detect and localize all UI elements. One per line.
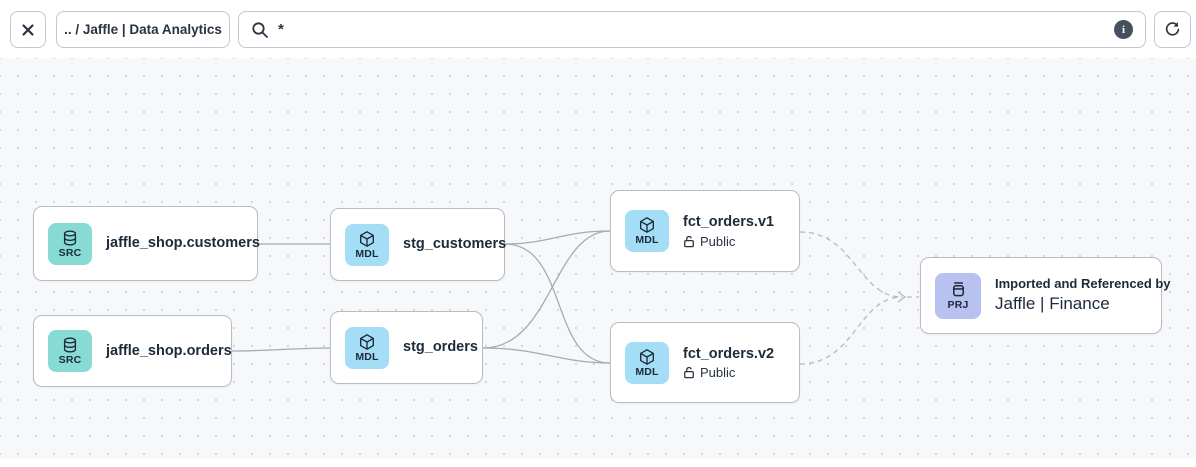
access-label: Public bbox=[700, 365, 736, 381]
badge-label: MDL bbox=[635, 365, 659, 378]
badge-label: PRJ bbox=[947, 299, 969, 312]
src-badge: SRC bbox=[48, 222, 92, 265]
node-title: fct_orders.v1 bbox=[683, 214, 775, 231]
info-icon[interactable]: i bbox=[1114, 20, 1133, 39]
search-input[interactable] bbox=[278, 21, 1114, 38]
close-icon bbox=[22, 23, 34, 36]
badge-label: SRC bbox=[58, 354, 82, 367]
node-content: jaffle_shop.orders bbox=[106, 342, 232, 360]
graph-node-prj-finance[interactable]: PRJ Imported and Referenced by Jaffle | Fi… bbox=[920, 257, 1171, 334]
node-content: stg_orders bbox=[403, 338, 478, 356]
node-access: Public bbox=[683, 365, 774, 380]
prj-badge: PRJ bbox=[935, 272, 981, 319]
breadcrumb: .. / Jaffle | Data Analytics bbox=[64, 22, 222, 37]
node-title: jaffle_shop.orders bbox=[106, 342, 232, 359]
graph-node-stg-orders[interactable]: MDL stg_orders bbox=[330, 311, 483, 384]
cube-icon bbox=[358, 230, 376, 248]
search-bar[interactable]: i bbox=[238, 11, 1146, 48]
badge-label: MDL bbox=[355, 247, 379, 260]
mdl-badge: MDL bbox=[345, 326, 389, 369]
database-icon bbox=[61, 229, 79, 247]
lock-open-icon bbox=[683, 235, 695, 248]
lock-open-icon bbox=[683, 366, 695, 379]
badge-label: MDL bbox=[635, 234, 659, 247]
graph-node-src-orders[interactable]: SRC jaffle_shop.orders bbox=[33, 315, 232, 387]
src-badge: SRC bbox=[48, 330, 92, 372]
mdl-badge: MDL bbox=[345, 223, 389, 266]
access-label: Public bbox=[700, 233, 736, 249]
node-content: jaffle_shop.customers bbox=[106, 234, 260, 252]
graph-node-src-customers[interactable]: SRC jaffle_shop.customers bbox=[33, 206, 260, 281]
cube-icon bbox=[638, 216, 656, 234]
project-icon bbox=[949, 280, 968, 299]
cube-icon bbox=[358, 333, 376, 351]
refresh-button[interactable] bbox=[1154, 11, 1191, 48]
node-access: Public bbox=[683, 234, 774, 249]
database-icon bbox=[61, 336, 79, 354]
search-icon bbox=[252, 21, 268, 38]
refresh-icon bbox=[1165, 22, 1180, 36]
badge-label: MDL bbox=[355, 350, 379, 363]
badge-label: SRC bbox=[58, 246, 82, 259]
node-title: fct_orders.v2 bbox=[683, 345, 775, 362]
close-button[interactable] bbox=[10, 11, 46, 48]
node-content: Imported and Referenced by Jaffle | Finan… bbox=[995, 276, 1171, 314]
mdl-badge: MDL bbox=[625, 341, 669, 384]
breadcrumb-button[interactable]: .. / Jaffle | Data Analytics bbox=[56, 11, 230, 48]
node-title: jaffle_shop.customers bbox=[106, 235, 260, 252]
node-title: Jaffle | Finance bbox=[995, 294, 1110, 314]
node-title: stg_orders bbox=[403, 339, 478, 356]
mdl-badge: MDL bbox=[625, 210, 669, 252]
cube-icon bbox=[638, 348, 656, 366]
node-title: stg_customers bbox=[403, 236, 507, 253]
node-sublabel: Imported and Referenced by bbox=[995, 276, 1171, 292]
node-content: stg_customers bbox=[403, 235, 507, 253]
graph-node-stg-customers[interactable]: MDL stg_customers bbox=[330, 208, 507, 281]
